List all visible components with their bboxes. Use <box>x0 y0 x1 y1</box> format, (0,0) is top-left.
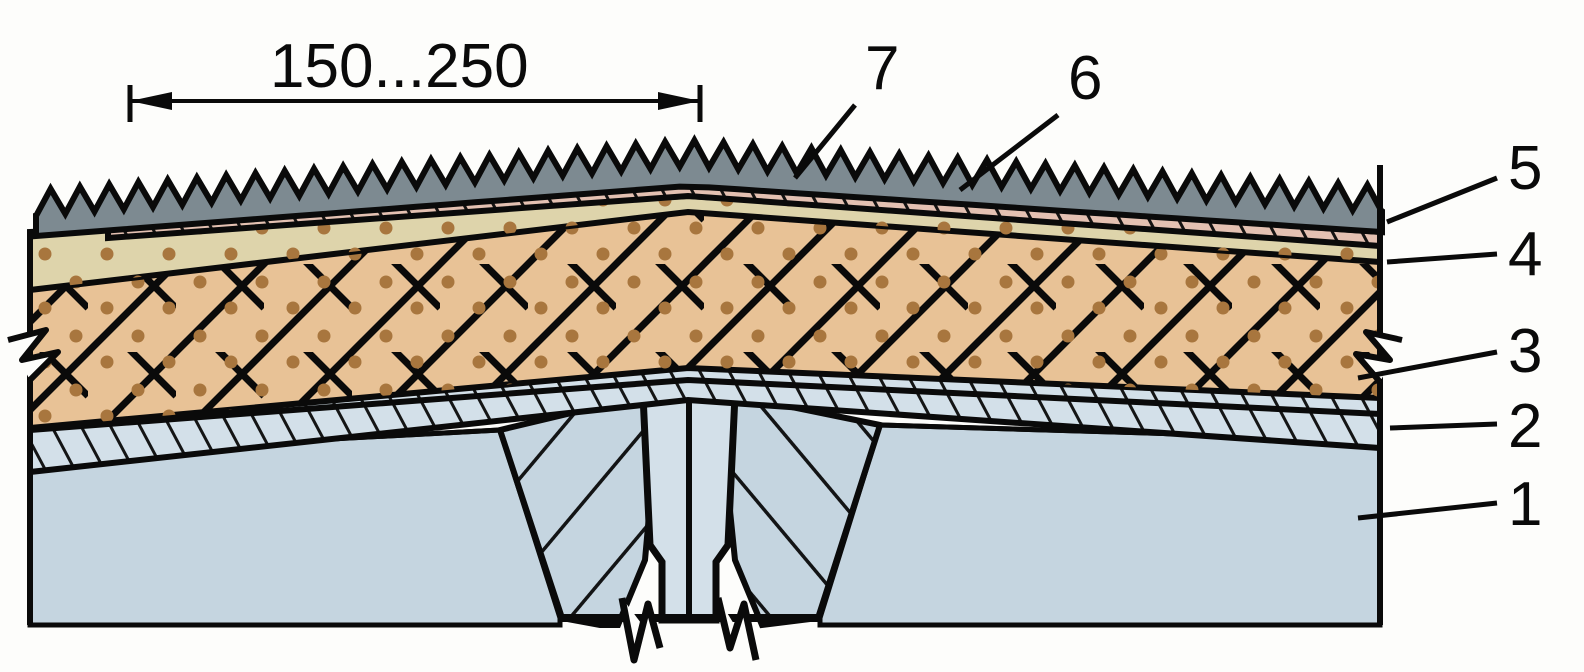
valley-concrete-haunch <box>29 384 1381 629</box>
roof-assembly <box>27 134 1385 629</box>
leader-line-3 <box>1357 349 1498 381</box>
dim-arrow-left <box>130 92 172 110</box>
callout-label-2: 2 <box>1508 392 1543 461</box>
callout-label-3: 3 <box>1508 317 1543 386</box>
dim-arrow-right <box>658 92 700 110</box>
dimension-line-group <box>127 85 703 122</box>
callout-leaders <box>793 103 1498 521</box>
callout-label-7: 7 <box>865 34 900 103</box>
callout-label-5: 5 <box>1508 134 1543 203</box>
layer-sawtooth-topping <box>33 134 1385 240</box>
leader-line-1 <box>1357 500 1498 521</box>
callout-label-4: 4 <box>1508 220 1543 289</box>
callout-label-1: 1 <box>1508 470 1543 539</box>
leader-line-4 <box>1386 251 1498 265</box>
dimension-label: 150...250 <box>270 32 529 101</box>
break-symbols <box>7 165 1403 664</box>
leader-line-5 <box>1386 175 1498 225</box>
leader-line-2 <box>1389 421 1498 431</box>
leader-line-6 <box>958 113 1060 192</box>
callout-label-6: 6 <box>1068 44 1103 113</box>
leader-line-7 <box>793 103 857 180</box>
